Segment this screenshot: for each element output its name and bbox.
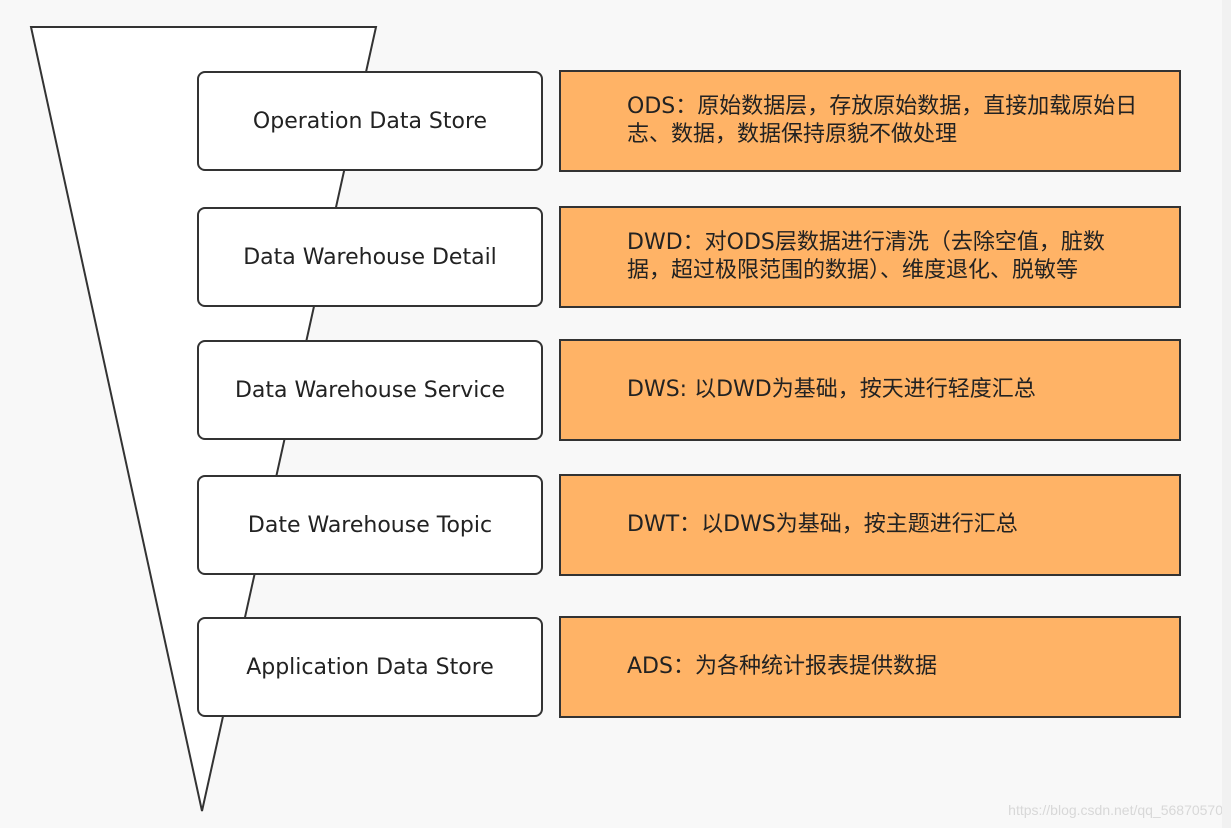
layer-desc-ads: ADS：为各种统计报表提供数据 bbox=[559, 616, 1181, 718]
page-edge bbox=[1222, 0, 1231, 828]
layer-name-dwt: Date Warehouse Topic bbox=[197, 475, 543, 575]
layer-desc-ods: ODS：原始数据层，存放原始数据，直接加载原始日志、数据，数据保持原貌不做处理 bbox=[559, 70, 1181, 172]
watermark: https://blog.csdn.net/qq_56870570 bbox=[1008, 802, 1223, 818]
layer-name-dws: Data Warehouse Service bbox=[197, 340, 543, 440]
layer-name-ods: Operation Data Store bbox=[197, 71, 543, 171]
layer-desc-dwd: DWD：对ODS层数据进行清洗（去除空值，脏数据，超过极限范围的数据）、维度退化… bbox=[559, 206, 1181, 308]
layer-name-ads: Application Data Store bbox=[197, 617, 543, 717]
layer-desc-dwt: DWT：以DWS为基础，按主题进行汇总 bbox=[559, 474, 1181, 576]
layer-desc-dws: DWS: 以DWD为基础，按天进行轻度汇总 bbox=[559, 339, 1181, 441]
layer-name-dwd: Data Warehouse Detail bbox=[197, 207, 543, 307]
